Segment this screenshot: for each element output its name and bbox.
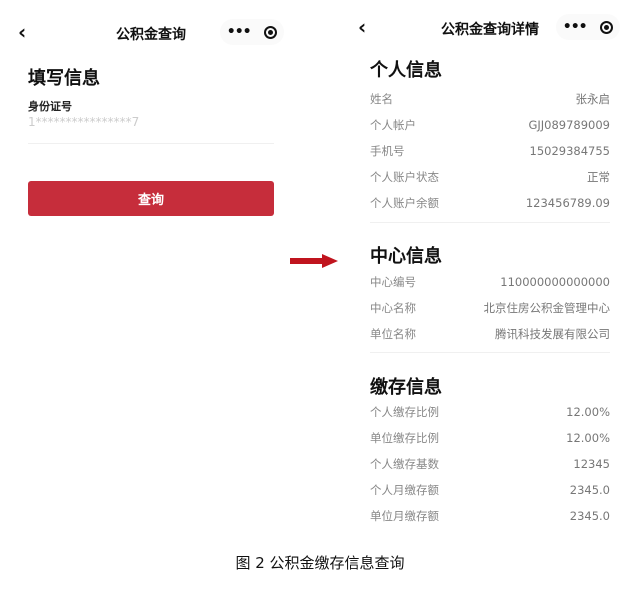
info-row: 个人账户状态 正常: [370, 169, 610, 185]
more-icon[interactable]: •••: [562, 19, 588, 35]
row-value: 腾讯科技发展有限公司: [495, 327, 610, 341]
row-value: 15029384755: [529, 144, 610, 158]
capsule-menu: •••: [556, 14, 620, 40]
section-title-center: 中心信息: [370, 246, 442, 267]
field-divider: [28, 143, 274, 144]
info-row: 手机号 15029384755: [370, 143, 610, 159]
close-target-icon[interactable]: [264, 25, 278, 39]
row-label: 个人缴存基数: [370, 457, 439, 471]
capsule-menu: •••: [220, 19, 284, 45]
info-row: 单位名称 腾讯科技发展有限公司: [370, 326, 610, 342]
info-row: 个人月缴存额 2345.0: [370, 482, 610, 498]
info-row: 个人账户余额 123456789.09: [370, 195, 610, 211]
row-label: 单位月缴存额: [370, 509, 439, 523]
row-label: 个人月缴存额: [370, 483, 439, 497]
row-value: 123456789.09: [525, 196, 610, 210]
info-row: 单位月缴存额 2345.0: [370, 508, 610, 524]
row-value: 张永启: [575, 92, 611, 106]
row-label: 单位名称: [370, 327, 416, 341]
more-icon[interactable]: •••: [226, 24, 252, 40]
row-value: GJJ089789009: [528, 118, 610, 132]
info-row: 个人缴存比例 12.00%: [370, 404, 610, 420]
row-value: 2345.0: [569, 509, 610, 523]
info-row: 姓名 张永启: [370, 91, 610, 107]
form-heading: 填写信息: [28, 68, 100, 89]
row-value: 正常: [587, 170, 610, 184]
page-title: 公积金查询详情: [441, 22, 539, 38]
row-value: 12.00%: [566, 405, 610, 419]
row-label: 个人账户余额: [370, 196, 439, 210]
back-icon[interactable]: ‹: [358, 15, 367, 39]
back-icon[interactable]: ‹: [18, 20, 27, 44]
row-label: 单位缴存比例: [370, 431, 439, 445]
query-button[interactable]: 查询: [28, 181, 274, 216]
arrow-right-icon: [290, 254, 338, 268]
page-title: 公积金查询: [116, 27, 186, 43]
info-row: 中心名称 北京住房公积金管理中心: [370, 300, 610, 316]
info-row: 个人缴存基数 12345: [370, 456, 610, 472]
row-label: 个人账户状态: [370, 170, 439, 184]
info-row: 中心编号 110000000000000: [370, 274, 610, 290]
row-label: 个人缴存比例: [370, 405, 439, 419]
row-label: 手机号: [370, 144, 405, 158]
info-row: 个人帐户 GJJ089789009: [370, 117, 610, 133]
close-target-icon[interactable]: [600, 20, 614, 34]
row-value: 110000000000000: [500, 275, 610, 289]
row-value: 北京住房公积金管理中心: [483, 301, 611, 315]
row-value: 12345: [573, 457, 610, 471]
info-row: 单位缴存比例 12.00%: [370, 430, 610, 446]
id-field-label: 身份证号: [28, 100, 72, 113]
row-value: 2345.0: [569, 483, 610, 497]
section-title-contribution: 缴存信息: [370, 377, 442, 398]
row-label: 姓名: [370, 92, 393, 106]
figure-caption: 图 2 公积金缴存信息查询: [235, 554, 405, 572]
section-divider: [370, 222, 610, 223]
section-divider: [370, 352, 610, 353]
section-title-personal: 个人信息: [370, 60, 442, 81]
row-value: 12.00%: [566, 431, 610, 445]
row-label: 个人帐户: [370, 118, 416, 132]
id-number-input[interactable]: 1****************7: [28, 115, 140, 129]
row-label: 中心编号: [370, 275, 416, 289]
row-label: 中心名称: [370, 301, 416, 315]
